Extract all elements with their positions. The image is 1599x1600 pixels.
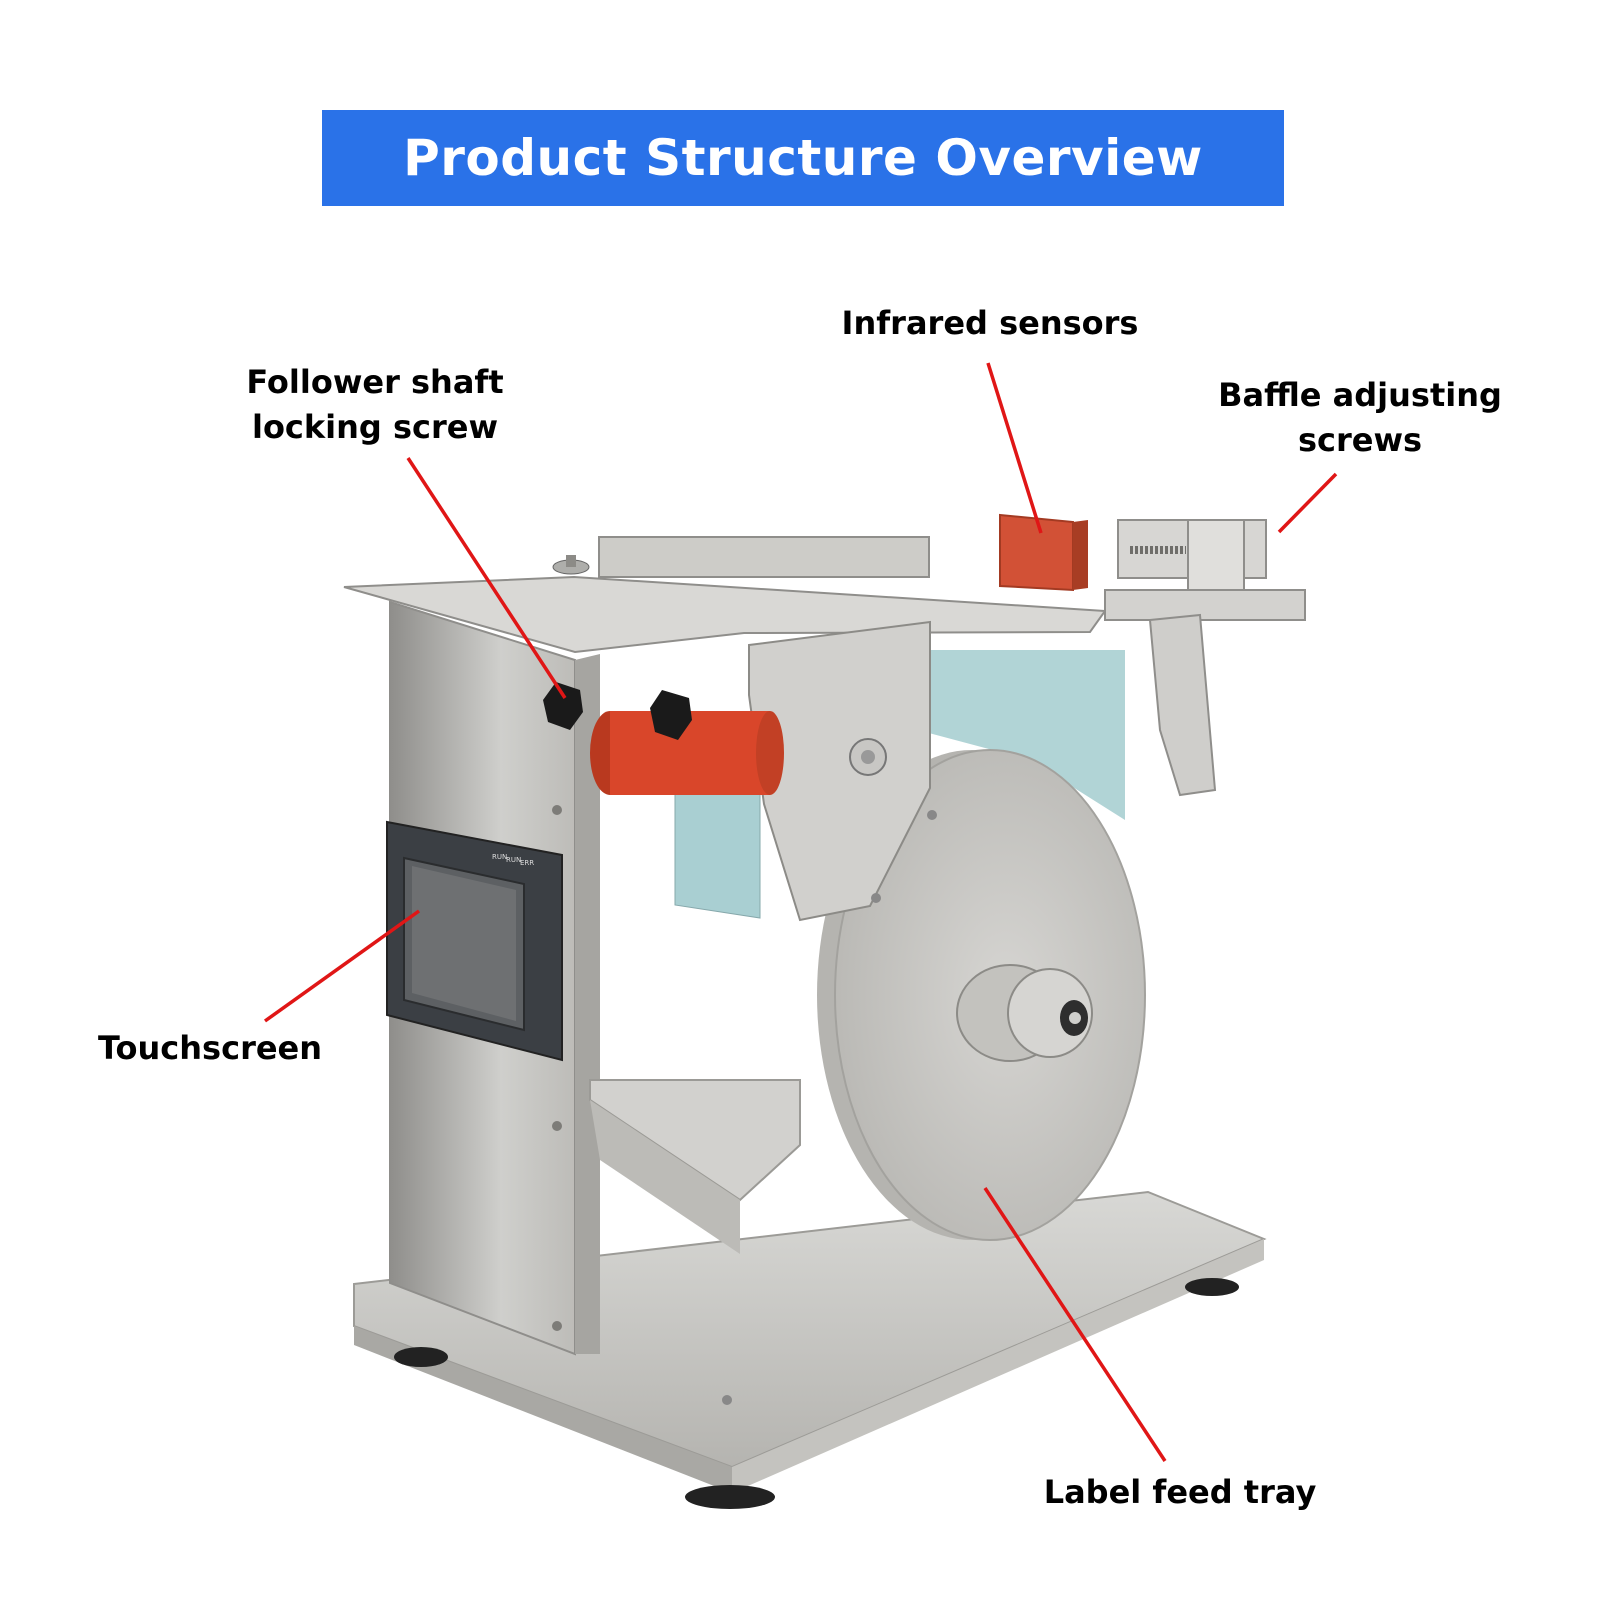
callout-line: screws (1297, 421, 1423, 459)
page-title: Product Structure Overview (403, 129, 1203, 187)
callout-line: Baffle adjusting (1218, 376, 1502, 414)
callout-line: Touchscreen (97, 1029, 323, 1067)
screen-led-label-2: RUN (506, 856, 521, 864)
screen-led-label-1: RUN (492, 853, 507, 861)
side-frame-plate (748, 620, 937, 922)
screen-led-label-3: ERR (520, 859, 534, 867)
feed-tray-shape (589, 1079, 801, 1254)
label-reel-disc (817, 749, 1146, 1241)
callout-line: Label feed tray (1043, 1473, 1317, 1511)
callout-line: Follower shaft (246, 363, 504, 401)
second-knob (650, 690, 692, 740)
infrared-sensor-block (999, 513, 1088, 592)
baffle-screw-assembly (1117, 519, 1267, 797)
callout-touchscreen: Touchscreen (80, 1026, 340, 1071)
callout-follower-shaft: Follower shaft locking screw (210, 360, 540, 450)
callout-baffle-screws: Baffle adjusting screws (1190, 373, 1530, 463)
title-banner: Product Structure Overview (322, 110, 1284, 206)
drive-roller (590, 711, 784, 795)
callout-infrared-sensors: Infrared sensors (820, 301, 1160, 346)
callout-label-feed-tray: Label feed tray (1020, 1470, 1340, 1515)
callout-line: Infrared sensors (841, 304, 1139, 342)
callout-line: locking screw (251, 408, 499, 446)
touchscreen-device (386, 820, 563, 1062)
